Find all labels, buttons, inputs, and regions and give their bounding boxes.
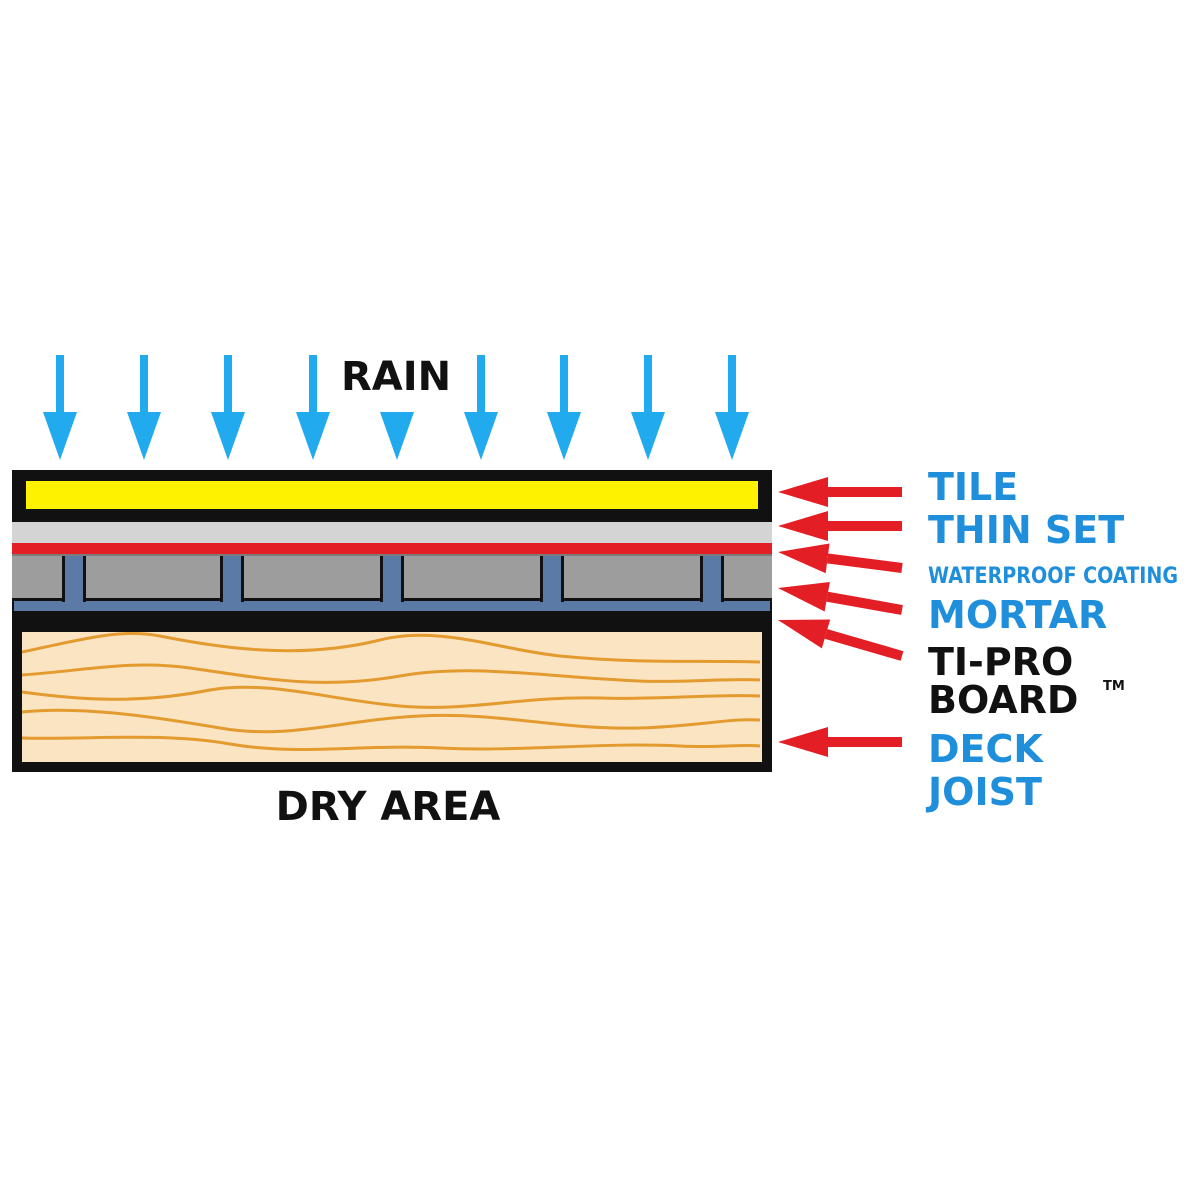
pointer-arrows — [778, 477, 904, 757]
dry-area-label: DRY AREA — [276, 784, 501, 830]
label-ti-pro-line1: TI-PRO — [928, 640, 1073, 684]
wood-grain — [21, 631, 761, 751]
thin-set-layer — [12, 522, 772, 543]
layer-labels: TILE THIN SET WATERPROOF COATING MORTAR … — [925, 465, 1178, 814]
cross-section — [12, 470, 772, 772]
rain-label: RAIN — [341, 354, 451, 400]
label-deck-line1: DECK — [928, 727, 1044, 771]
arrow-left-icon — [778, 543, 903, 574]
arrow-down-icon — [380, 412, 414, 460]
arrow-down-icon — [631, 355, 665, 460]
arrow-left-icon — [778, 511, 902, 541]
label-thin-set: THIN SET — [928, 508, 1124, 552]
ti-pro-board-layer — [12, 554, 772, 614]
arrow-left-icon — [778, 727, 902, 757]
rain-arrows — [43, 355, 749, 460]
waterproof-coating-layer — [12, 543, 772, 554]
trademark-mark: TM — [1103, 679, 1125, 694]
arrow-left-icon — [778, 619, 904, 661]
arrow-down-icon — [547, 355, 581, 460]
arrow-down-icon — [127, 355, 161, 460]
label-ti-pro-line2: BOARD — [928, 678, 1078, 722]
arrow-down-icon — [715, 355, 749, 460]
arrow-down-icon — [296, 355, 330, 460]
label-tile: TILE — [928, 465, 1018, 509]
arrow-down-icon — [464, 355, 498, 460]
label-deck-line2: JOIST — [925, 770, 1042, 814]
arrow-down-icon — [43, 355, 77, 460]
arrow-down-icon — [211, 355, 245, 460]
arrow-left-icon — [778, 581, 903, 615]
tile-layer — [26, 481, 758, 509]
arrow-left-icon — [778, 477, 902, 507]
label-waterproof-coating: WATERPROOF COATING — [928, 564, 1178, 589]
label-mortar: MORTAR — [928, 593, 1107, 637]
